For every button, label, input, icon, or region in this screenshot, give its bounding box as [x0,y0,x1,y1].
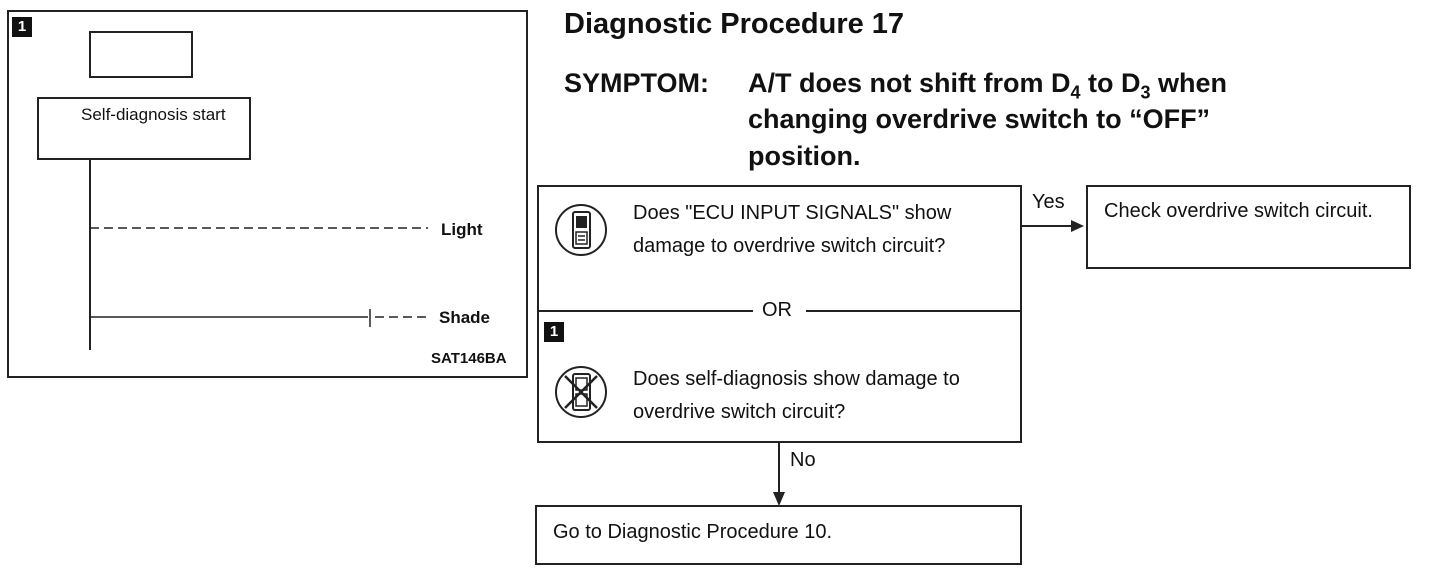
step-badge-flow: 1 [544,322,564,342]
gear-subscript-3: 3 [1140,82,1151,103]
symptom-line-1-mid: to D [1080,68,1141,98]
or-divider-left [539,310,753,312]
self-diagnosis-start-box [37,97,251,160]
or-divider-right [806,310,1020,312]
page-title: Diagnostic Procedure 17 [564,8,905,40]
no-action: Go to Diagnostic Procedure 10. [553,521,833,543]
gear-subscript-4: 4 [1070,82,1081,103]
no-action-box [535,505,1022,565]
no-label: No [790,449,816,471]
consult-tester-icon [553,202,609,258]
question-1: Does "ECU INPUT SIGNALS" show damage to … [633,202,952,257]
question-2: Does self-diagnosis show damage to overd… [633,368,960,423]
shade-label: Shade [439,308,491,327]
symptom-line-1-pre: A/T does not shift from D [748,68,1071,98]
yes-action: Check overdrive switch circuit. [1104,200,1373,222]
symptom-line-1-post: when [1150,68,1228,98]
figure-code: SAT146BA [431,350,507,367]
no-consult-tester-icon [553,364,609,420]
indicator-lamp-box [89,31,193,78]
step-badge: 1 [12,17,32,37]
symptom-label: SYMPTOM: [564,68,710,98]
symptom-line-2: changing overdrive switch to “OFF” [748,104,1211,134]
self-diagnosis-start-label: Self-diagnosis start [81,105,226,124]
yes-label: Yes [1032,191,1065,213]
light-label: Light [441,220,483,239]
yes-action-box [1086,185,1411,269]
question-box [537,185,1022,443]
symptom-line-3: position. [748,141,861,171]
symptom-line-1: A/T does not shift from D4 to D3 when [748,64,1227,111]
or-label: OR [762,299,792,321]
